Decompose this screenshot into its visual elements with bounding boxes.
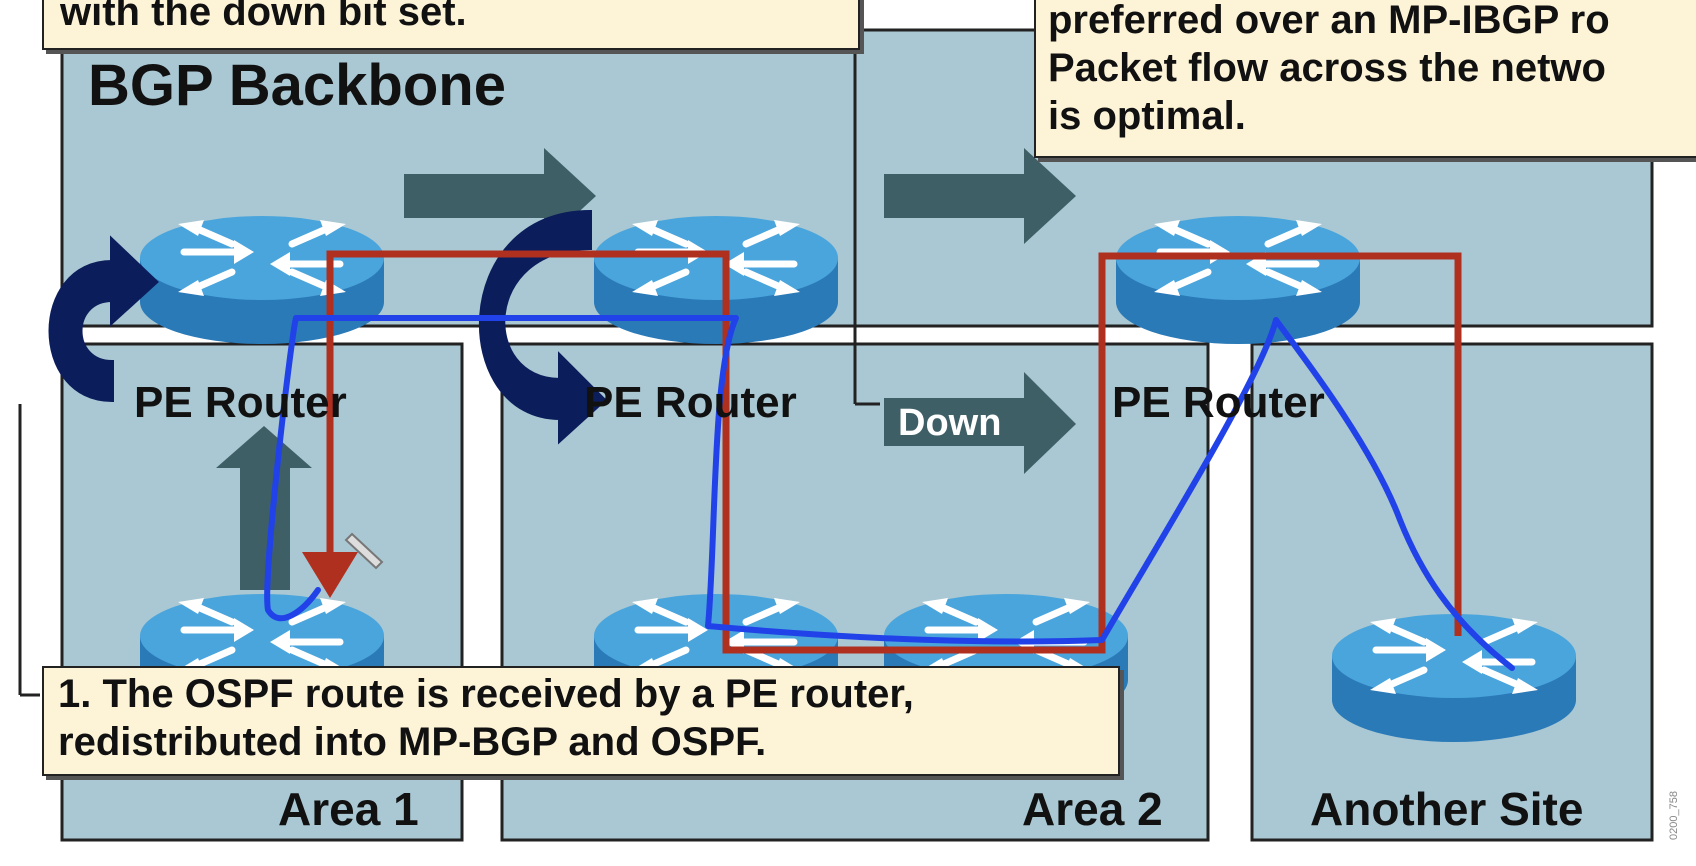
- callout-line: 1. The OSPF route is received by a PE ro…: [58, 672, 914, 716]
- area2-label: Area 2: [1022, 783, 1163, 835]
- pe-router-icon: [1116, 216, 1360, 344]
- callout-line: preferred over an MP-IBGP ro: [1048, 0, 1610, 42]
- pe-router-label: PE Router: [1112, 378, 1325, 427]
- flow-arrow-2: [884, 148, 1076, 244]
- callout-top-right: preferred over an MP-IBGP ro Packet flow…: [1034, 0, 1696, 158]
- callout-line: with the down bit set.: [60, 0, 467, 34]
- red-path-left: [326, 250, 1462, 654]
- pe-router-icon: [594, 216, 838, 344]
- callout-line: is optimal.: [1048, 94, 1246, 138]
- callout-line: Packet flow across the netwo: [1048, 46, 1606, 90]
- redistribution-arrow-icon: [48, 235, 159, 403]
- pe-router-label: PE Router: [584, 378, 797, 427]
- slide-id: 0200_758: [1668, 791, 1680, 840]
- pe-router-label: PE Router: [134, 378, 347, 427]
- another-site-label: Another Site: [1310, 783, 1584, 835]
- up-arrow: [216, 426, 312, 590]
- pe-router-icon: [140, 216, 384, 344]
- callout-bottom: 1. The OSPF route is received by a PE ro…: [42, 666, 1120, 776]
- down-arrow: [884, 372, 1076, 474]
- red-arrowhead: [302, 552, 358, 598]
- callout-top-left: with the down bit set.: [42, 0, 860, 50]
- callout-line: redistributed into MP-BGP and OSPF.: [58, 720, 767, 764]
- another-site-panel: [1250, 342, 1654, 842]
- ce-router-icon: [1332, 614, 1576, 742]
- area1-label: Area 1: [278, 783, 419, 835]
- backbone-label: BGP Backbone: [88, 53, 506, 118]
- blue-freehand-path: [264, 315, 1515, 671]
- down-arrow-label: Down: [898, 402, 1002, 444]
- pen-cursor-icon: [344, 532, 384, 570]
